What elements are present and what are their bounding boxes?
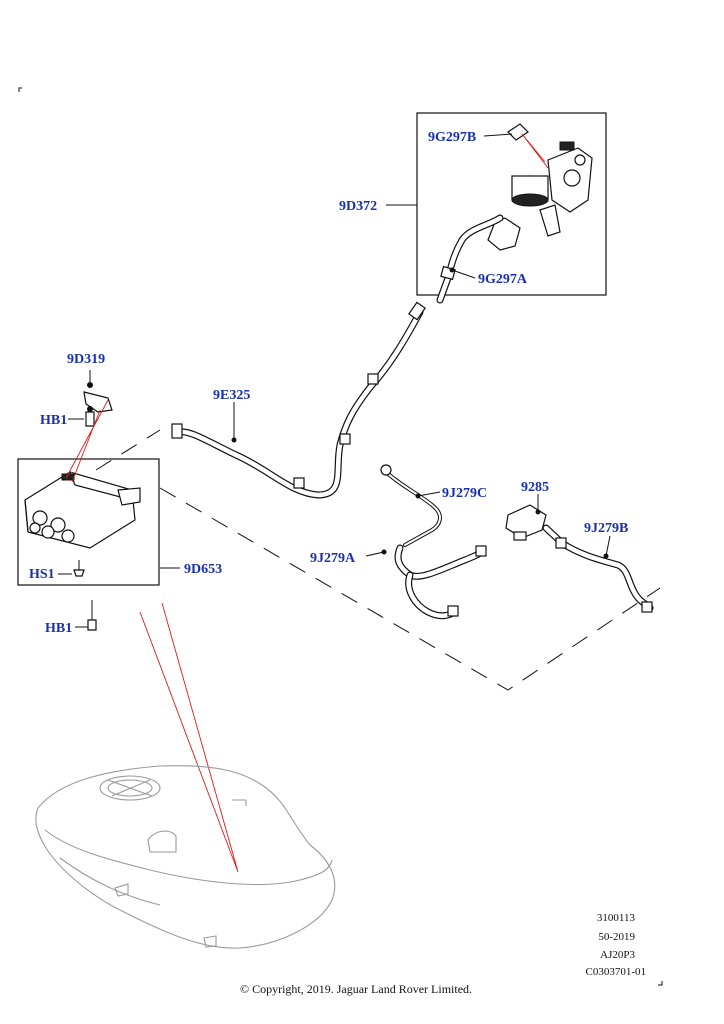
copyright-text: © Copyright, 2019. Jaguar Land Rover Lim… <box>240 982 472 996</box>
callout-hb1-bottom: HB1 <box>45 621 72 636</box>
fuel-tank <box>35 765 336 949</box>
dashed-group-outline <box>95 429 661 691</box>
stud-hs1 <box>73 560 85 577</box>
callout-9285: 9285 <box>521 480 549 495</box>
valve-inset-box <box>416 112 607 296</box>
callout-hs1: HS1 <box>29 567 55 582</box>
reference-line-4: C0303701-01 <box>586 966 647 978</box>
hose-9e325 <box>171 301 426 499</box>
canister-inset-box <box>17 458 160 586</box>
reference-line-3: AJ20P3 <box>600 949 635 961</box>
red-leader-tank <box>139 602 239 873</box>
red-leader-bracket <box>65 399 109 483</box>
callout-9d372: 9D372 <box>339 199 377 214</box>
bolt-hb1-bottom <box>87 600 97 631</box>
red-leader-9g297b <box>521 133 549 169</box>
reference-line-2: 50-2019 <box>598 931 635 943</box>
purge-valve-assembly <box>436 123 593 304</box>
callout-9g297b: 9G297B <box>428 130 476 145</box>
leader-lines <box>58 133 611 628</box>
callout-9j279b: 9J279B <box>584 521 628 536</box>
callout-9j279c: 9J279C <box>442 486 487 501</box>
callout-9j279a: 9J279A <box>310 551 356 566</box>
bracket-9d319 <box>83 370 113 427</box>
callout-hb1-top: HB1 <box>40 413 67 428</box>
callout-9d653: 9D653 <box>184 562 222 577</box>
reference-line-1: 3100113 <box>597 912 636 924</box>
callout-9d319: 9D319 <box>67 352 105 367</box>
corner-mark-bottom <box>658 981 663 986</box>
carbon-canister <box>24 471 141 549</box>
corner-mark <box>18 87 22 92</box>
callout-9g297a: 9G297A <box>478 272 528 287</box>
hose-9j279 <box>380 464 487 620</box>
reference-block: 3100113 50-2019 AJ20P3 C0303701-01 <box>586 912 647 978</box>
valve-9285-and-hose-9j279b <box>505 504 654 613</box>
callout-9e325: 9E325 <box>213 388 250 403</box>
